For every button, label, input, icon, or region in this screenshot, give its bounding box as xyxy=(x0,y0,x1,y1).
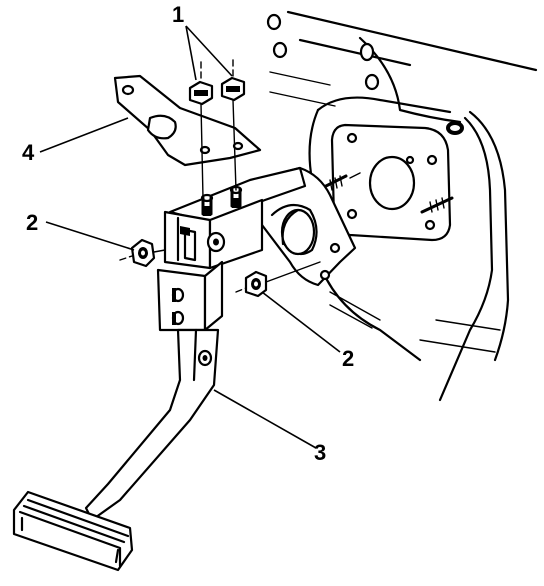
callout-4: 4 xyxy=(22,140,35,165)
leader-lines xyxy=(39,25,341,449)
brake-pedal-pad xyxy=(12,490,134,572)
callout-2-right: 2 xyxy=(342,346,354,371)
upper-nuts xyxy=(188,59,246,199)
mounting-studs xyxy=(324,172,454,214)
callout-2-left: 2 xyxy=(26,210,38,235)
callout-1: 1 xyxy=(172,2,184,27)
callout-3: 3 xyxy=(314,440,326,465)
booster-mounting-plate xyxy=(330,123,452,242)
side-nuts xyxy=(119,238,321,298)
pedal-bracket xyxy=(156,166,357,332)
brake-pedal-arm xyxy=(84,328,220,522)
reinforcement-bracket xyxy=(113,74,262,167)
firewall-structure xyxy=(266,10,538,402)
